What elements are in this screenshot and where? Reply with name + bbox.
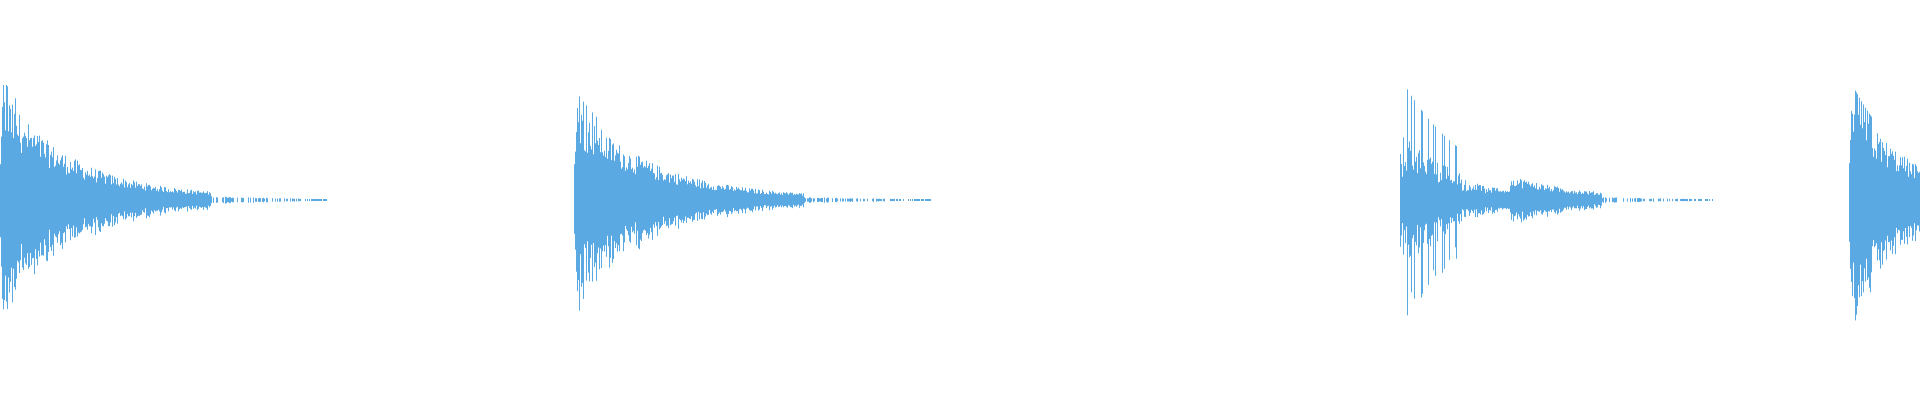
waveform-trace bbox=[1849, 90, 1920, 321]
waveform-event-hit-3 bbox=[1400, 89, 1713, 316]
waveform-event-hit-1 bbox=[0, 85, 327, 310]
waveform-event-hit-2 bbox=[574, 96, 931, 311]
waveform-trace bbox=[574, 96, 931, 311]
waveform-trace bbox=[1400, 89, 1713, 316]
waveform-channel bbox=[0, 85, 1920, 321]
waveform-trace bbox=[0, 85, 327, 310]
waveform-event-hit-4 bbox=[1849, 90, 1920, 321]
